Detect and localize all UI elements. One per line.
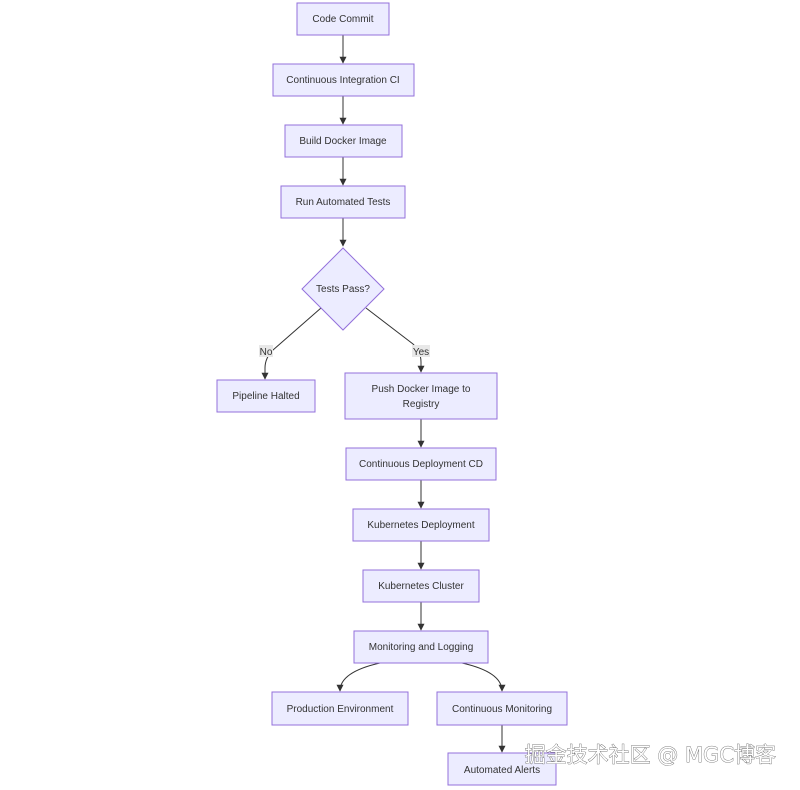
watermark-text: 掘金技术社区 @ MGC博客 — [525, 743, 776, 767]
node-pipeline-halted: Pipeline Halted — [216, 379, 316, 413]
node-production-environment-label: Production Environment — [287, 704, 394, 715]
edge-label-yes-text: Yes — [413, 347, 429, 358]
edge-label-yes: Yes — [412, 345, 430, 358]
node-tests-pass-decision-label: Tests Pass? — [316, 284, 370, 295]
node-kubernetes-deployment-label: Kubernetes Deployment — [367, 520, 475, 531]
node-push-docker-image-label-line2: Registry — [403, 399, 440, 410]
node-pipeline-halted-label: Pipeline Halted — [232, 391, 299, 402]
node-continuous-integration: Continuous Integration CI — [272, 63, 415, 97]
node-kubernetes-cluster-label: Kubernetes Cluster — [378, 581, 464, 592]
node-monitoring-logging-label: Monitoring and Logging — [369, 642, 474, 653]
node-automated-alerts-label: Automated Alerts — [464, 765, 540, 776]
node-run-automated-tests-label: Run Automated Tests — [296, 197, 391, 208]
edge-decision-to-push — [365, 307, 425, 373]
node-continuous-monitoring-label: Continuous Monitoring — [452, 704, 552, 715]
node-continuous-monitoring: Continuous Monitoring — [436, 691, 568, 726]
node-push-docker-image: Push Docker Image to Registry — [344, 372, 498, 420]
edge-monitoring-to-cont-monitoring — [461, 662, 506, 692]
node-kubernetes-cluster: Kubernetes Cluster — [362, 569, 480, 603]
node-build-docker-image-label: Build Docker Image — [299, 136, 387, 147]
edge-label-no: No — [259, 345, 273, 358]
node-automated-alerts: Automated Alerts — [447, 752, 557, 786]
node-continuous-deployment: Continuous Deployment CD — [345, 447, 497, 481]
node-continuous-deployment-label: Continuous Deployment CD — [359, 459, 483, 470]
node-continuous-integration-label: Continuous Integration CI — [286, 75, 399, 86]
node-code-commit: Code Commit — [296, 2, 390, 36]
node-tests-pass-decision: Tests Pass? — [301, 247, 385, 331]
edge-decision-to-halted — [261, 307, 322, 380]
node-build-docker-image: Build Docker Image — [284, 124, 403, 158]
edge-label-no-text: No — [260, 347, 273, 358]
node-kubernetes-deployment: Kubernetes Deployment — [352, 508, 490, 542]
node-run-automated-tests: Run Automated Tests — [280, 185, 406, 219]
node-production-environment: Production Environment — [271, 691, 409, 726]
edge-monitoring-to-production — [336, 662, 381, 692]
node-monitoring-logging: Monitoring and Logging — [353, 630, 489, 664]
node-code-commit-label: Code Commit — [312, 14, 373, 25]
node-push-docker-image-label-line1: Push Docker Image to — [372, 384, 471, 395]
